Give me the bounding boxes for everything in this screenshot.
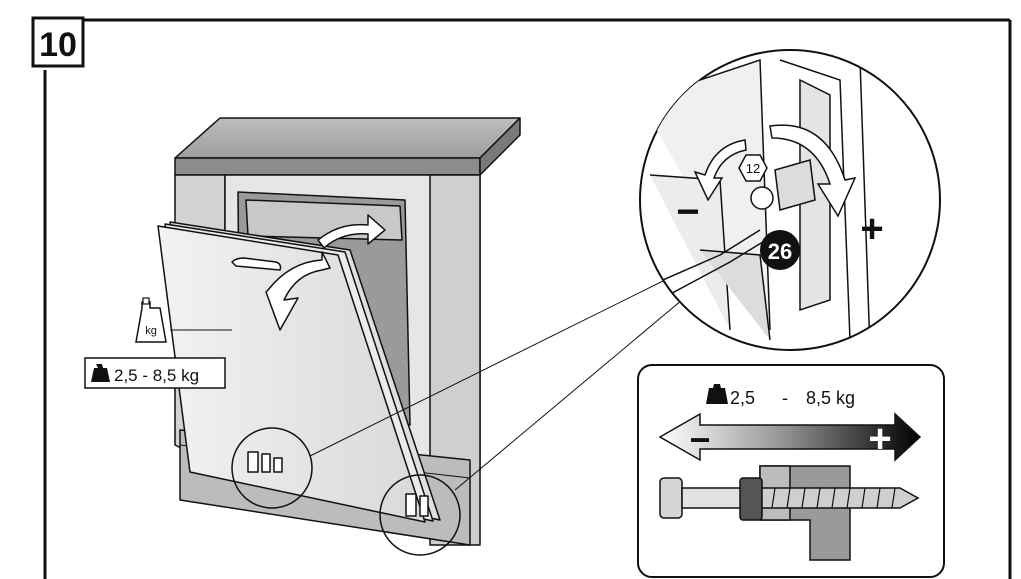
weight-range: 2,5 - 8,5 kg xyxy=(114,366,199,385)
arrow-icon xyxy=(658,412,922,462)
dishwasher xyxy=(157,117,521,546)
door-panel-front xyxy=(157,225,426,523)
wrench-size: 12 xyxy=(746,161,760,176)
callout-leader-lines xyxy=(309,279,683,491)
door-weight-label: kg 2,5 - 8,5 kg xyxy=(84,297,232,389)
hinge-callouts xyxy=(231,427,461,556)
kg-symbol: kg xyxy=(145,325,157,337)
scale-min: 2,5 xyxy=(730,388,755,408)
step-number-box: 10 xyxy=(31,16,85,68)
detail-minus: − xyxy=(676,190,699,234)
scale-minus: − xyxy=(689,419,710,460)
door-open-arrow xyxy=(265,251,331,331)
scale-plus: + xyxy=(868,417,891,461)
frame xyxy=(43,18,1012,579)
hex-nut-icon: 12 xyxy=(738,154,768,182)
weight-range-box xyxy=(84,357,226,389)
hinge-callout-right xyxy=(379,474,461,556)
weight-icon xyxy=(706,384,728,404)
adjustment-screw xyxy=(659,477,920,521)
part-number: 26 xyxy=(768,239,792,264)
rotate-minus-arrow xyxy=(693,139,747,202)
part-number-badge xyxy=(760,230,800,270)
scale-max: 8,5 kg xyxy=(806,388,855,408)
door-handle xyxy=(231,257,282,271)
step-number: 10 xyxy=(39,26,77,64)
scale-separator: - xyxy=(782,388,788,408)
detail-plus: + xyxy=(860,207,883,251)
spring-detail: 12 − + 26 xyxy=(639,49,941,351)
cabinet-right-side xyxy=(429,174,481,546)
kg-weight-icon xyxy=(135,297,167,343)
adjustment-scale-panel: 2,5 - 8,5 kg − + xyxy=(637,364,945,578)
door-close-arrow xyxy=(265,214,386,331)
weight-icon xyxy=(91,364,110,382)
rotate-plus-arrow xyxy=(769,124,857,218)
hinge-callout-left xyxy=(231,427,313,509)
countertop xyxy=(174,117,521,159)
